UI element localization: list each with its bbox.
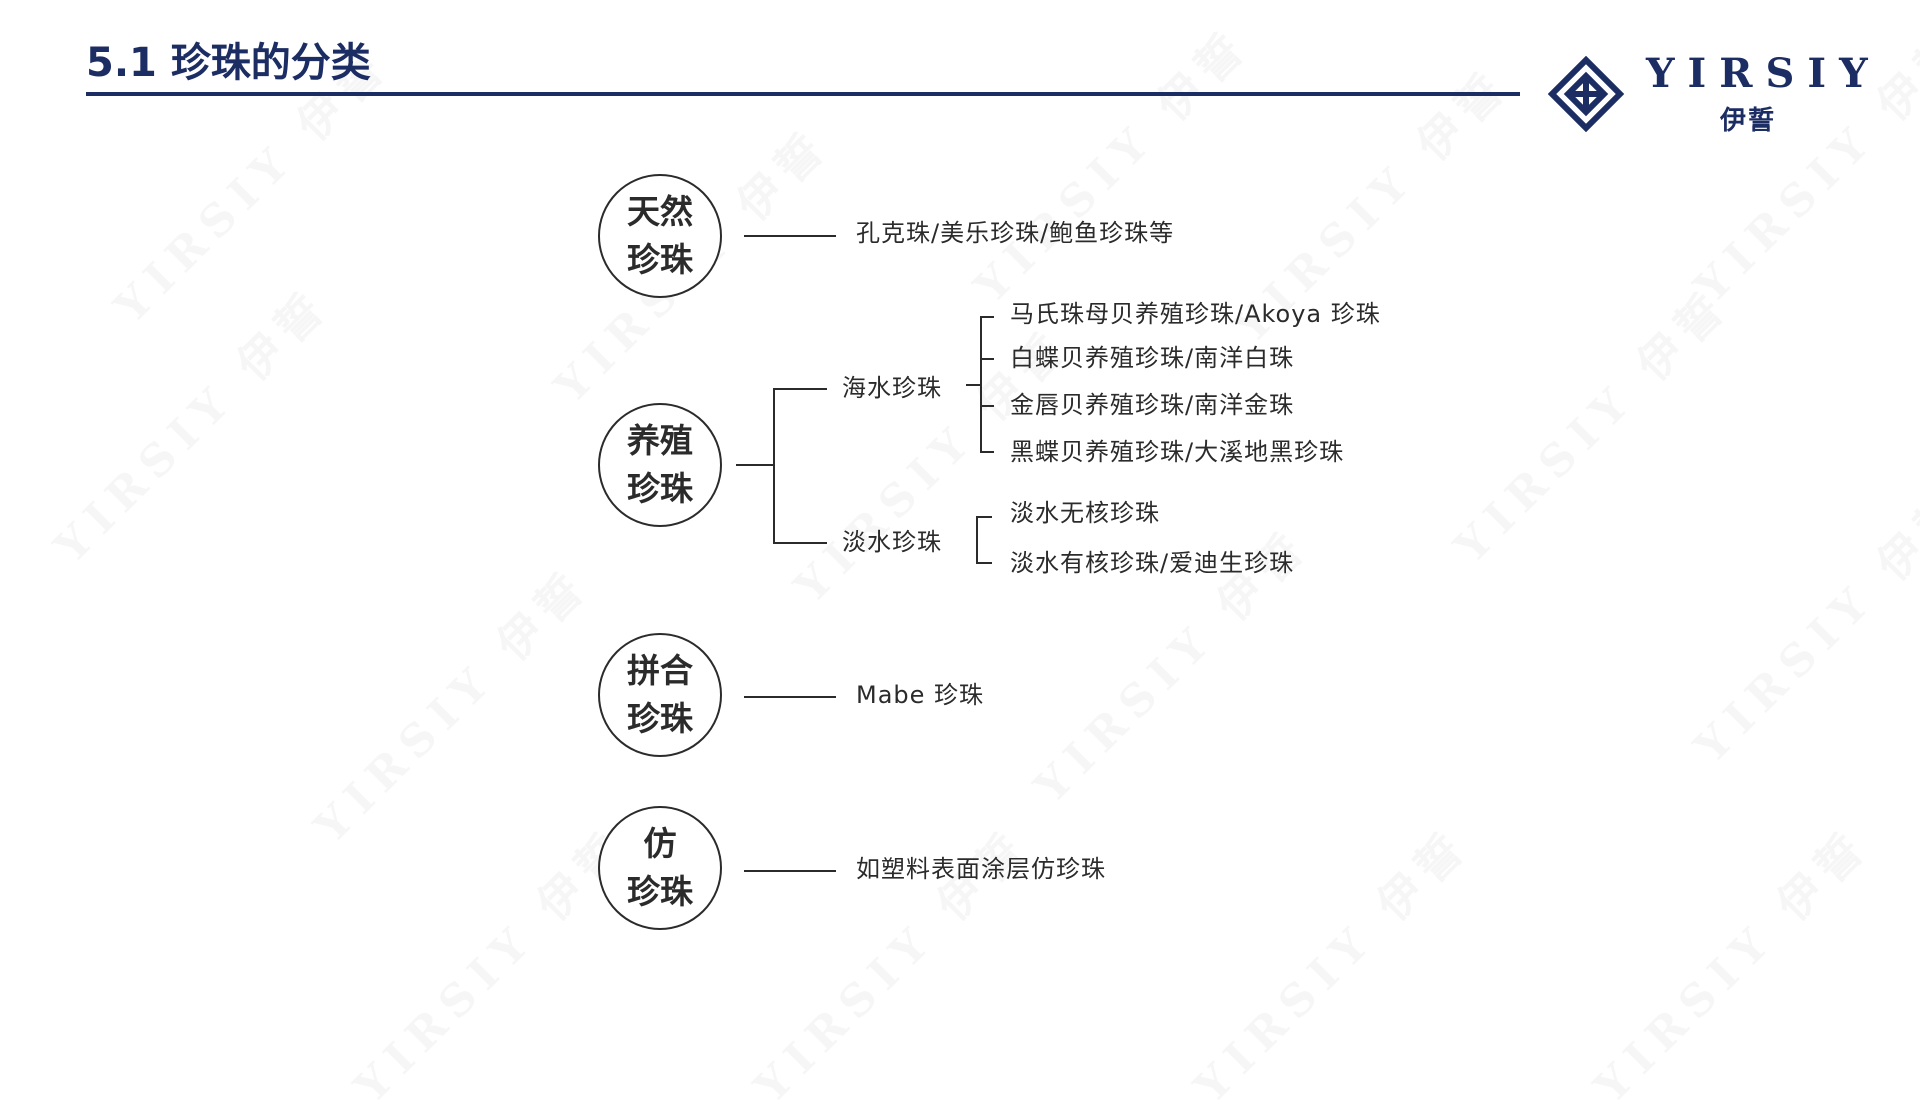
description-imitation: 如塑料表面涂层仿珍珠: [856, 855, 1106, 883]
tick-line: [976, 562, 992, 564]
pearl-classification-diagram: 天然 珍珠 孔克珠/美乐珍珠/鲍鱼珍珠等 养殖 珍珠 海水珍珠 马氏珠母贝养殖珍…: [598, 174, 1381, 930]
connector-line: [744, 696, 836, 698]
node-imitation-pearl: 仿 珍珠: [598, 806, 722, 930]
node-composite-pearl: 拼合 珍珠: [598, 633, 722, 757]
tick-line: [980, 451, 994, 453]
subgroup-freshwater: 淡水珍珠: [842, 528, 942, 556]
node-line2: 珍珠: [627, 699, 693, 738]
freshwater-item: 淡水有核珍珠/爱迪生珍珠: [1010, 549, 1295, 577]
freshwater-bracket: [976, 516, 978, 564]
branch-bracket: [773, 388, 775, 544]
diamond-logo-icon: [1548, 56, 1624, 132]
freshwater-item: 淡水无核珍珠: [1010, 499, 1160, 527]
node-line1: 仿: [643, 824, 677, 863]
node-natural-pearl: 天然 珍珠: [598, 174, 722, 298]
node-line1: 拼合: [627, 651, 693, 690]
seawater-bracket: [980, 316, 982, 452]
connector-line: [773, 388, 827, 390]
connector-line: [744, 235, 836, 237]
connector-line: [966, 384, 980, 386]
logo-chinese: 伊誓: [1720, 106, 1777, 136]
tick-line: [980, 316, 994, 318]
node-line1: 养殖: [627, 421, 693, 460]
page-title: 5.1 珍珠的分类: [86, 40, 371, 86]
tick-line: [980, 358, 994, 360]
node-cultured-pearl: 养殖 珍珠: [598, 403, 722, 527]
tick-line: [976, 516, 992, 518]
node-line1: 天然: [627, 192, 693, 231]
connector-line: [744, 870, 836, 872]
description-composite: Mabe 珍珠: [856, 681, 985, 709]
connector-line: [736, 464, 774, 466]
brand-logo: YIRSIY 伊誓: [1548, 48, 1878, 138]
seawater-item: 金唇贝养殖珍珠/南洋金珠: [1010, 391, 1295, 419]
seawater-item: 白蝶贝养殖珍珠/南洋白珠: [1010, 344, 1295, 372]
description-natural: 孔克珠/美乐珍珠/鲍鱼珍珠等: [856, 219, 1175, 247]
seawater-item: 黑蝶贝养殖珍珠/大溪地黑珍珠: [1010, 438, 1345, 466]
node-line2: 珍珠: [627, 240, 693, 279]
connector-line: [773, 542, 827, 544]
title-rule: [86, 92, 1520, 96]
subgroup-seawater: 海水珍珠: [842, 374, 942, 402]
seawater-item: 马氏珠母贝养殖珍珠/Akoya 珍珠: [1010, 300, 1381, 328]
node-line2: 珍珠: [627, 872, 693, 911]
logo-wordmark: YIRSIY: [1646, 50, 1881, 97]
tick-line: [980, 405, 994, 407]
node-line2: 珍珠: [627, 469, 693, 508]
